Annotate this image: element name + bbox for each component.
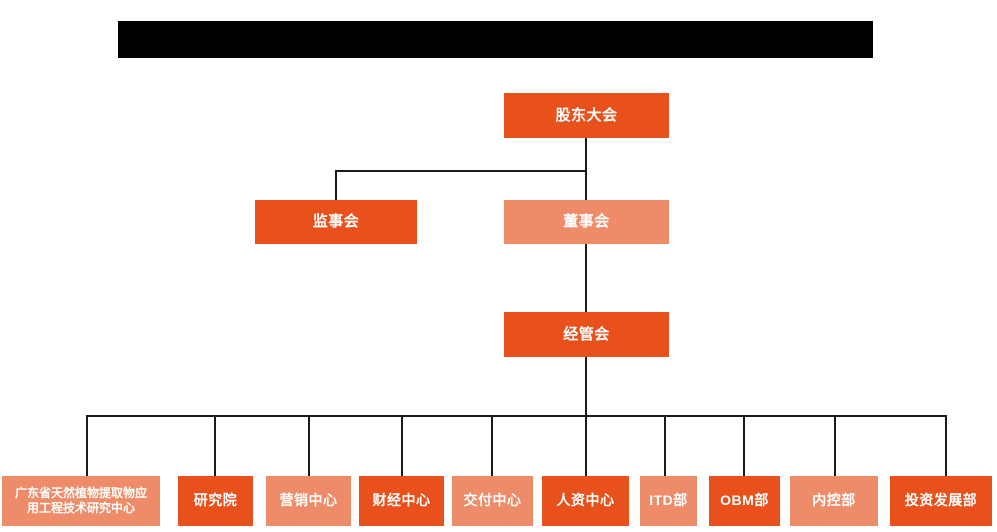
node-label-investment: 投资发展部 [904, 492, 978, 509]
connector-drop-obm [743, 415, 745, 476]
connector-drop-institute [214, 415, 216, 476]
node-shareholders[interactable]: 股东大会 [504, 93, 669, 138]
node-label-shareholders: 股东大会 [555, 106, 618, 124]
connector-supervisors-down [335, 170, 337, 201]
connector-drop-marketing [308, 415, 310, 476]
node-label-research-center: 广东省天然植物提取物应 用工程技术研究中心 [14, 485, 147, 515]
connector-drop-delivery [491, 415, 493, 476]
node-management[interactable]: 经管会 [504, 312, 669, 357]
node-label-obm: OBM部 [720, 492, 769, 509]
node-hr[interactable]: 人资中心 [542, 476, 629, 526]
node-internal-control[interactable]: 内控部 [790, 476, 878, 526]
node-label-marketing: 营销中心 [279, 492, 338, 509]
connector-drop-itd [664, 415, 666, 476]
connector-directors-down [585, 170, 587, 201]
node-label-delivery: 交付中心 [463, 492, 522, 509]
node-directors[interactable]: 董事会 [504, 200, 669, 244]
connector-directors-to-management [585, 243, 587, 312]
node-research-center[interactable]: 广东省天然植物提取物应 用工程技术研究中心 [2, 476, 160, 526]
node-label-finance: 财经中心 [372, 492, 431, 509]
node-marketing[interactable]: 营销中心 [266, 476, 351, 526]
node-label-hr: 人资中心 [556, 492, 615, 509]
connector-level2-bus [335, 170, 587, 172]
connector-drop-research-center [86, 415, 88, 476]
connector-drop-finance [401, 415, 403, 476]
node-investment[interactable]: 投资发展部 [890, 476, 992, 526]
connector-drop-internal-control [834, 415, 836, 476]
node-supervisors[interactable]: 监事会 [255, 200, 417, 244]
node-finance[interactable]: 财经中心 [359, 476, 444, 526]
node-label-internal-control: 内控部 [812, 492, 856, 509]
connector-drop-investment [945, 415, 947, 476]
node-label-supervisors: 监事会 [312, 213, 360, 231]
node-institute[interactable]: 研究院 [178, 476, 253, 526]
node-label-management: 经管会 [563, 325, 610, 343]
node-itd[interactable]: ITD部 [640, 476, 697, 526]
node-delivery[interactable]: 交付中心 [452, 476, 533, 526]
node-label-institute: 研究院 [193, 492, 238, 509]
redacted-title-bar [118, 21, 873, 58]
connector-shareholders-down [585, 138, 587, 172]
node-label-itd: ITD部 [649, 492, 688, 509]
connector-leaf-bus [86, 415, 947, 417]
node-label-directors: 董事会 [563, 213, 610, 231]
node-obm[interactable]: OBM部 [709, 476, 780, 526]
